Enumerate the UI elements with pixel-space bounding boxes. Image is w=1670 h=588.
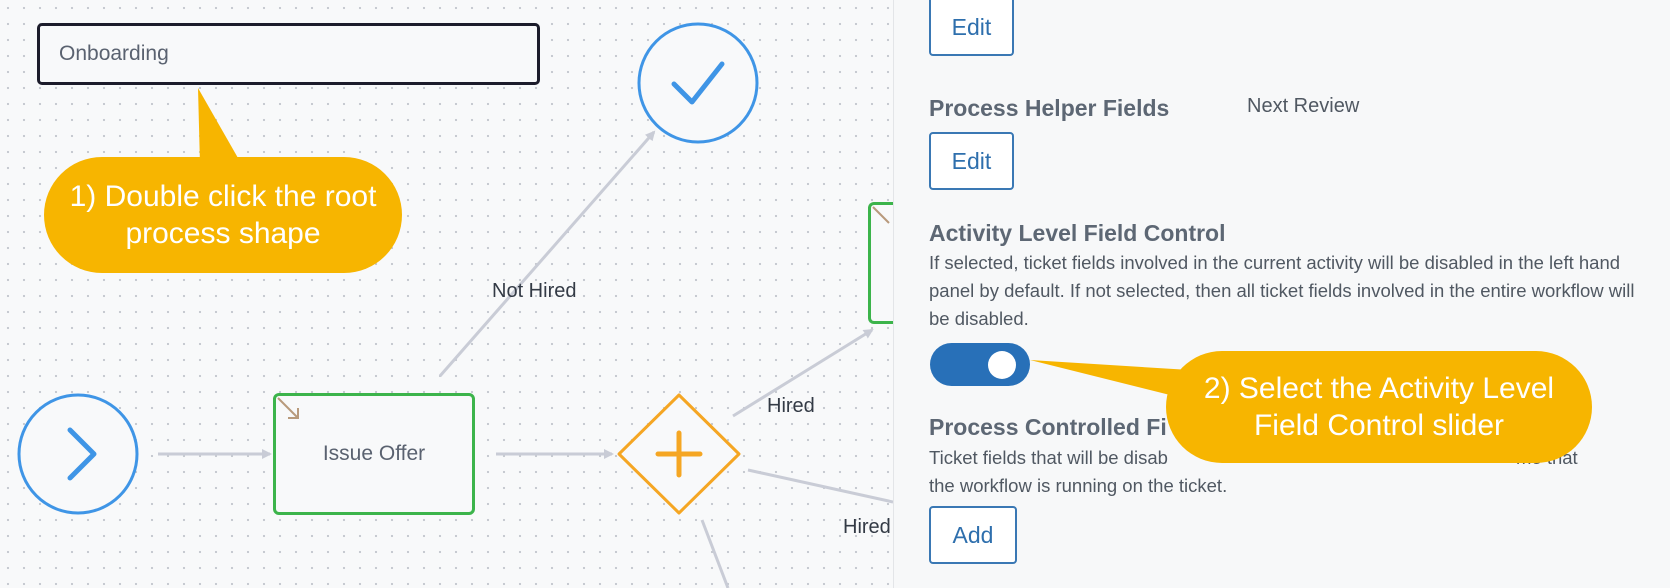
activity-level-title: Activity Level Field Control (929, 220, 1226, 246)
activity-level-field-control-toggle[interactable] (930, 343, 1030, 386)
check-icon (671, 61, 725, 105)
properties-panel (893, 0, 1670, 588)
controlled-fields-add-button[interactable]: Add (929, 506, 1017, 564)
helper-fields-edit-button[interactable]: Edit (929, 132, 1014, 190)
manual-task-arrow-icon (277, 397, 299, 419)
workflow-canvas[interactable]: Onboarding Issue Offer Not Hired Hired H… (0, 0, 893, 588)
controlled-fields-title: Process Controlled Fi (929, 414, 1167, 440)
edge-label-not-hired: Not Hired (492, 280, 577, 302)
workflow-connectors (17, 22, 893, 588)
root-process-shape[interactable]: Onboarding (37, 23, 540, 85)
connector-gateway-down (700, 519, 730, 588)
end-event[interactable] (637, 22, 759, 144)
parallel-gateway[interactable] (617, 393, 741, 515)
connector-hired-lower (747, 468, 893, 504)
task-partial[interactable] (868, 202, 893, 324)
toggle-knob (988, 351, 1016, 379)
helper-fields-title: Process Helper Fields (929, 95, 1170, 121)
controlled-fields-description-line1: Ticket fields that will be disab (929, 447, 1168, 468)
callout-step-2: 2) Select the Activity Level Field Contr… (1166, 351, 1592, 463)
start-event[interactable] (17, 393, 139, 515)
task-issue-offer-label: Issue Offer (322, 442, 426, 465)
connector-not-hired (438, 130, 656, 377)
plus-icon (655, 430, 703, 478)
connector-hired-upper (732, 328, 874, 418)
manual-task-arrow-icon (872, 206, 890, 224)
activity-level-description: If selected, ticket fields involved in t… (929, 252, 1635, 329)
callout-step-1: 1) Double click the root process shape (44, 157, 402, 273)
edit-button-top[interactable]: Edit (929, 0, 1014, 56)
task-issue-offer[interactable]: Issue Offer (273, 393, 475, 515)
helper-fields-value: Next Review (1247, 95, 1360, 117)
chevron-right-icon (67, 427, 97, 481)
edge-label-hired-lower: Hired (843, 516, 891, 538)
root-process-label: Onboarding (59, 42, 169, 65)
edge-label-hired-upper: Hired (767, 395, 815, 417)
controlled-fields-description-line2: the workflow is running on the ticket. (929, 475, 1228, 496)
